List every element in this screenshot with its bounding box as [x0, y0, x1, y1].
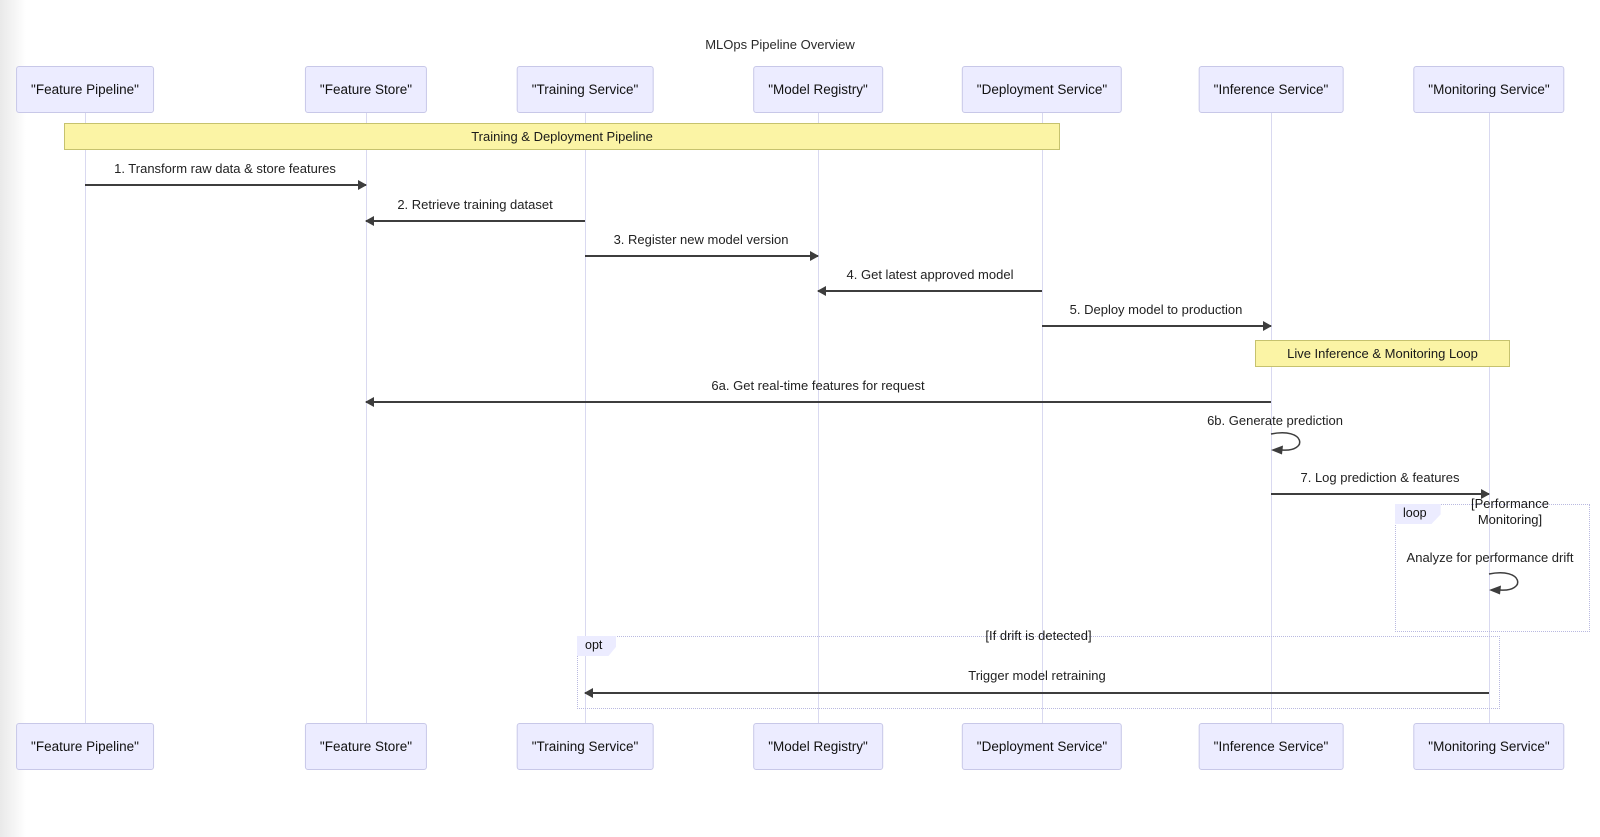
frame-opt: opt: [577, 636, 1500, 709]
arrowhead-right-icon: [1481, 489, 1490, 499]
lifeline-inference-service: [1271, 113, 1272, 723]
message-label-5: 5. Deploy model to production: [1069, 302, 1243, 317]
self-loop-arrow-icon: [1488, 572, 1519, 595]
arrowhead-right-icon: [810, 251, 819, 261]
frame-opt-keyword: opt: [577, 636, 617, 656]
lifeline-deployment-service: [1042, 113, 1043, 723]
message-label-4: 4. Get latest approved model: [846, 267, 1014, 282]
participant-model-registry-bottom: "Model Registry": [753, 723, 883, 770]
participant-training-service-bottom: "Training Service": [516, 723, 654, 770]
arrowhead-left-icon: [365, 397, 374, 407]
frame-loop-keyword: loop: [1395, 504, 1441, 524]
lifeline-model-registry: [818, 113, 819, 723]
band-label: Live Inference & Monitoring Loop: [1287, 346, 1478, 361]
participant-monitoring-service-top: "Monitoring Service": [1413, 66, 1565, 113]
message-label-6a: 6a. Get real-time features for request: [711, 378, 925, 393]
frame-loop-condition: [Performance Monitoring]: [1470, 496, 1550, 527]
participant-deployment-service-bottom: "Deployment Service": [961, 723, 1123, 770]
arrowhead-left-icon: [365, 216, 374, 226]
message-label-1: 1. Transform raw data & store features: [114, 161, 336, 176]
lifeline-monitoring-service: [1489, 113, 1490, 723]
message-label-3: 3. Register new model version: [613, 232, 789, 247]
arrowhead-left-icon: [817, 286, 826, 296]
arrowhead-right-icon: [358, 180, 367, 190]
participant-feature-store-top: "Feature Store": [304, 66, 428, 113]
diagram-title: MLOps Pipeline Overview: [705, 37, 855, 52]
arrowhead-right-icon: [1263, 321, 1272, 331]
lifeline-feature-pipeline: [85, 113, 86, 723]
participant-feature-pipeline-bottom: "Feature Pipeline": [16, 723, 154, 770]
message-arrow-4: [817, 286, 1042, 296]
self-loop-arrow-icon: [1270, 432, 1301, 455]
message-arrow-5: [1042, 321, 1272, 331]
left-edge-gradient: [0, 0, 26, 837]
participant-monitoring-service-bottom: "Monitoring Service": [1413, 723, 1565, 770]
participant-deployment-service-top: "Deployment Service": [961, 66, 1123, 113]
band-label: Training & Deployment Pipeline: [471, 129, 653, 144]
message-label-6b: 6b. Generate prediction: [1207, 413, 1343, 428]
participant-training-service-top: "Training Service": [516, 66, 654, 113]
message-arrow-3: [585, 251, 819, 261]
participant-feature-pipeline-top: "Feature Pipeline": [16, 66, 154, 113]
message-arrow-6a: [365, 397, 1271, 407]
message-arrow-2: [365, 216, 585, 226]
arrowhead-left-icon: [584, 688, 593, 698]
band-live-inference-monitoring-loop: Live Inference & Monitoring Loop: [1255, 340, 1510, 367]
message-label-analyze: Analyze for performance drift: [1406, 550, 1574, 565]
band-training-deployment-pipeline: Training & Deployment Pipeline: [64, 123, 1060, 150]
message-arrow-7: [1271, 489, 1490, 499]
message-arrow-trigger: [584, 688, 1489, 698]
participant-model-registry-top: "Model Registry": [753, 66, 883, 113]
message-label-2: 2. Retrieve training dataset: [397, 197, 553, 212]
participant-inference-service-top: "Inference Service": [1198, 66, 1344, 113]
message-label-7: 7. Log prediction & features: [1300, 470, 1460, 485]
frame-loop: loop: [1395, 504, 1590, 632]
participant-feature-store-bottom: "Feature Store": [304, 723, 428, 770]
frame-opt-condition: [If drift is detected]: [985, 628, 1092, 643]
participant-inference-service-bottom: "Inference Service": [1198, 723, 1344, 770]
message-arrow-1: [85, 180, 367, 190]
lifeline-feature-store: [366, 113, 367, 723]
lifeline-training-service: [585, 113, 586, 723]
message-label-trigger: Trigger model retraining: [968, 668, 1106, 683]
